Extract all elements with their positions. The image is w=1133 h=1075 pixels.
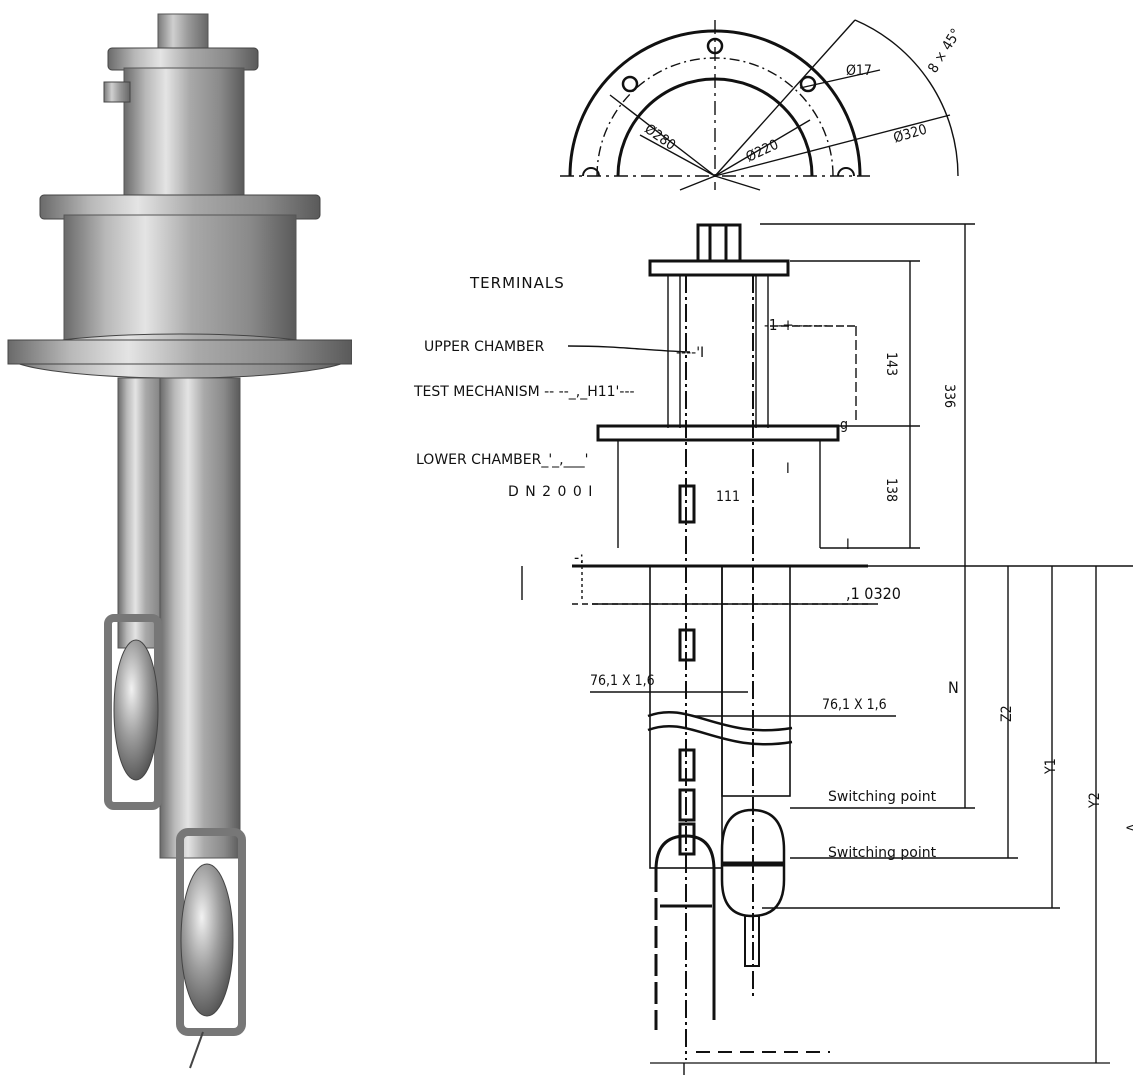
- terminals-label: TERMINALS: [470, 274, 565, 292]
- dim-a: A: [1125, 823, 1133, 832]
- artifact-text-6: -:: [574, 548, 585, 567]
- upper-chamber-tail: ----'I: [676, 345, 705, 361]
- dim-143: 143: [883, 352, 899, 377]
- dim-336: 336: [941, 384, 957, 409]
- leader-lines: [567, 345, 691, 353]
- dim-z2: Z2: [999, 705, 1015, 722]
- upper-chamber-label: UPPER CHAMBER: [424, 339, 545, 355]
- dim-flange-diameter: ,1 0320: [846, 584, 901, 603]
- side-view: [572, 223, 1110, 1075]
- dim-y2: Y2: [1087, 792, 1103, 808]
- switching-point-label-1: Switching point: [828, 789, 937, 805]
- technical-drawing: [521, 19, 1133, 1075]
- dim-y1: Y1: [1043, 758, 1059, 774]
- dim-d17: Ø17: [846, 63, 872, 79]
- switching-point-label-2: Switching point: [828, 845, 937, 861]
- lower-chamber-label: LOWER CHAMBER_'_,___': [416, 452, 589, 468]
- artifact-text-5: I: [846, 537, 850, 553]
- dn-label: D N 2 0 0 I: [508, 484, 594, 500]
- artifact-text-3: 111: [716, 489, 741, 505]
- flange-plan-view: [560, 19, 959, 191]
- dim-pipe-right: 76,1 X 1,6: [822, 697, 887, 713]
- artifact-text-2: g: [840, 417, 848, 433]
- test-mechanism-label: TEST MECHANISM -- --_,_H11'---: [414, 384, 635, 400]
- artifact-text-1: -1-+-------: [764, 316, 828, 334]
- artifact-text-4: I: [786, 461, 790, 477]
- dim-138: 138: [883, 478, 899, 503]
- dim-pipe-left: 76,1 X 1,6: [590, 673, 655, 689]
- dim-n: N: [948, 678, 959, 697]
- dimension-lines: [521, 223, 1133, 1063]
- device-photo: [7, 13, 352, 1069]
